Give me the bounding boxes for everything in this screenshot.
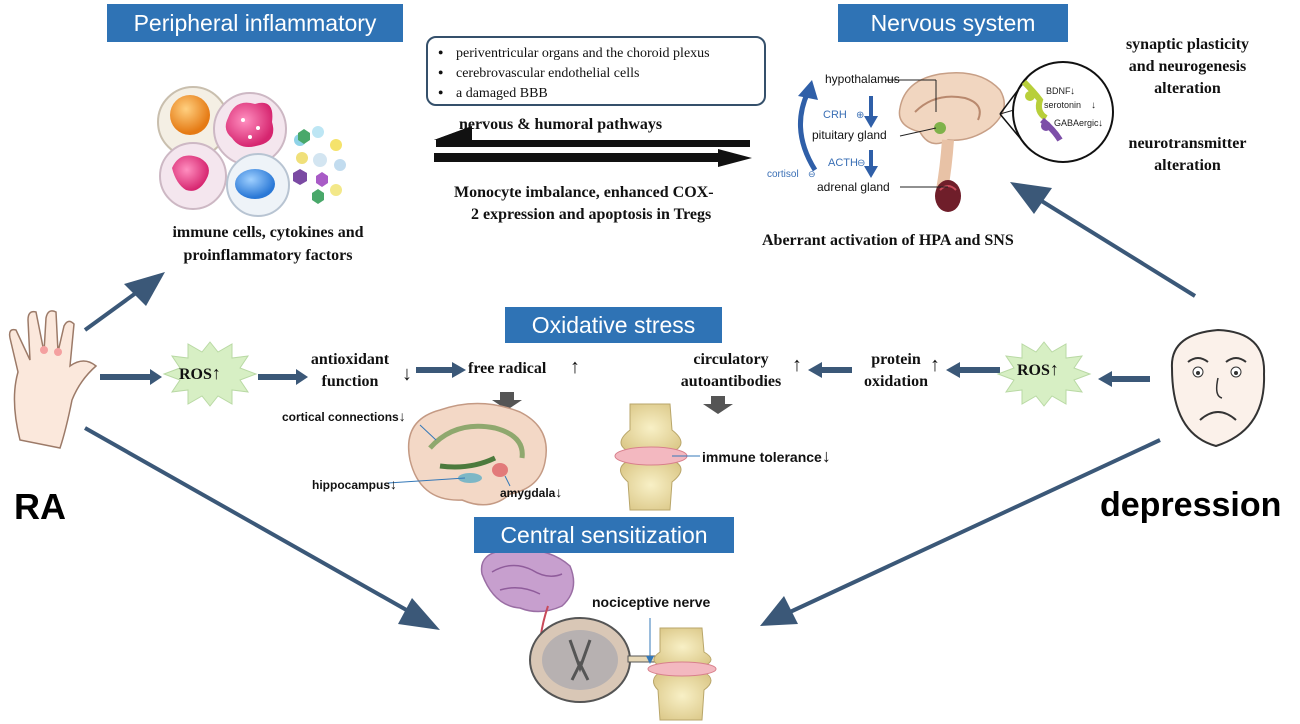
synapse-magnifier-icon	[999, 61, 1114, 163]
pathway-arrows	[434, 126, 752, 167]
joint-icon	[614, 403, 700, 511]
bbb-route-item: cerebrovascular endothelial cells	[438, 63, 754, 83]
arrow-depression-to-central	[760, 438, 1161, 626]
crh-label: CRH	[823, 109, 847, 121]
nervous-system-banner: Nervous system	[838, 4, 1068, 42]
brain-hpa-icon	[898, 71, 1005, 212]
hpa-caption: Aberrant activation of HPA and SNS	[762, 232, 1014, 249]
ros-burst-left	[162, 341, 258, 407]
peripheral-caption: immune cells, cytokines and proinflammat…	[172, 224, 364, 264]
arrow-depression-to-nervous	[1010, 182, 1197, 298]
nociceptive-nerve-label: nociceptive nerve	[592, 594, 711, 610]
pituitary-label: pituitary gland	[812, 128, 887, 142]
pathways-bottom-label: Monocyte imbalance, enhanced COX- 2 expr…	[454, 184, 714, 223]
amygdala-label: amygdala↓	[500, 484, 563, 500]
crh-plus-icon: ⊕	[856, 110, 864, 121]
pathways-top-label: nervous & humoral pathways	[459, 116, 663, 133]
protein-oxidation-label: protein oxidation	[863, 351, 928, 390]
central-sensitization-icon	[480, 548, 717, 721]
oxidative-flow-arrows	[100, 362, 1150, 387]
immune-cells-icon	[157, 86, 346, 217]
cortisol-minus-icon: ⊖	[808, 169, 816, 179]
cortical-down-icon: ↓	[398, 408, 406, 424]
bbb-route-item: periventricular organs and the choroid p…	[438, 43, 754, 63]
depression-node-label: depression	[1100, 486, 1282, 524]
neurotransmitter-label: neurotransmitter alteration	[1128, 135, 1247, 174]
hypothalamus-label: hypothalamus	[825, 72, 900, 86]
antioxidant-label: antioxidant function	[310, 351, 390, 390]
arrow-ra-to-central	[84, 426, 440, 630]
free-radical-up-icon: ↑	[570, 356, 580, 378]
bbb-route-item: a damaged BBB	[438, 83, 754, 103]
hippocampus-label: hippocampus↓	[312, 476, 398, 492]
acth-minus-icon: ⊖	[857, 158, 865, 169]
protein-oxidation-up-icon: ↑	[930, 354, 940, 376]
ros-left-up-icon: ↑	[211, 363, 221, 383]
sad-face-icon	[1170, 328, 1266, 448]
ros-right-label: ROS↑	[1017, 359, 1059, 379]
bbb-routes-box: periventricular organs and the choroid p…	[426, 36, 766, 106]
gaba-label: GABAergic	[1054, 118, 1099, 128]
limbic-leader-lines	[387, 424, 511, 487]
cortical-connections-label: cortical connections↓	[282, 408, 406, 424]
gaba-down-icon: ↓	[1098, 118, 1103, 129]
adrenal-label: adrenal gland	[817, 180, 890, 194]
circulatory-up-icon: ↑	[792, 354, 802, 376]
central-sensitization-banner: Central sensitization	[474, 517, 734, 553]
immune-tolerance-down-icon: ↓	[821, 446, 831, 466]
serotonin-down-icon: ↓	[1091, 100, 1096, 111]
hpa-arrows	[797, 80, 878, 178]
oxidative-stress-banner: Oxidative stress	[505, 307, 722, 343]
peripheral-inflammatory-banner: Peripheral inflammatory	[107, 4, 403, 42]
circulatory-label: circulatory autoantibodies	[680, 351, 782, 390]
synaptic-plasticity-label: synaptic plasticity and neurogenesis alt…	[1125, 36, 1250, 97]
ros-right-up-icon: ↑	[1049, 359, 1059, 379]
ros-left-label: ROS↑	[179, 363, 221, 383]
hippocampus-down-icon: ↓	[390, 476, 398, 492]
arrow-ra-to-peripheral	[83, 272, 165, 332]
immune-tolerance-label: immune tolerance↓	[702, 446, 831, 466]
ros-burst-right	[996, 341, 1092, 407]
ra-node-label: RA	[14, 486, 66, 527]
hpa-leader-lines	[886, 79, 1015, 188]
antioxidant-down-icon: ↓	[402, 363, 412, 385]
acth-label: ACTH	[828, 157, 858, 169]
cortisol-label: cortisol	[767, 169, 799, 180]
free-radical-label: free radical	[468, 360, 547, 377]
hand-icon	[8, 310, 98, 449]
bdnf-label: BDNF	[1046, 86, 1071, 96]
serotonin-label: serotonin	[1044, 100, 1081, 110]
bdnf-down-icon: ↓	[1070, 86, 1075, 97]
down-block-arrows	[492, 392, 733, 414]
amygdala-down-icon: ↓	[555, 484, 563, 500]
